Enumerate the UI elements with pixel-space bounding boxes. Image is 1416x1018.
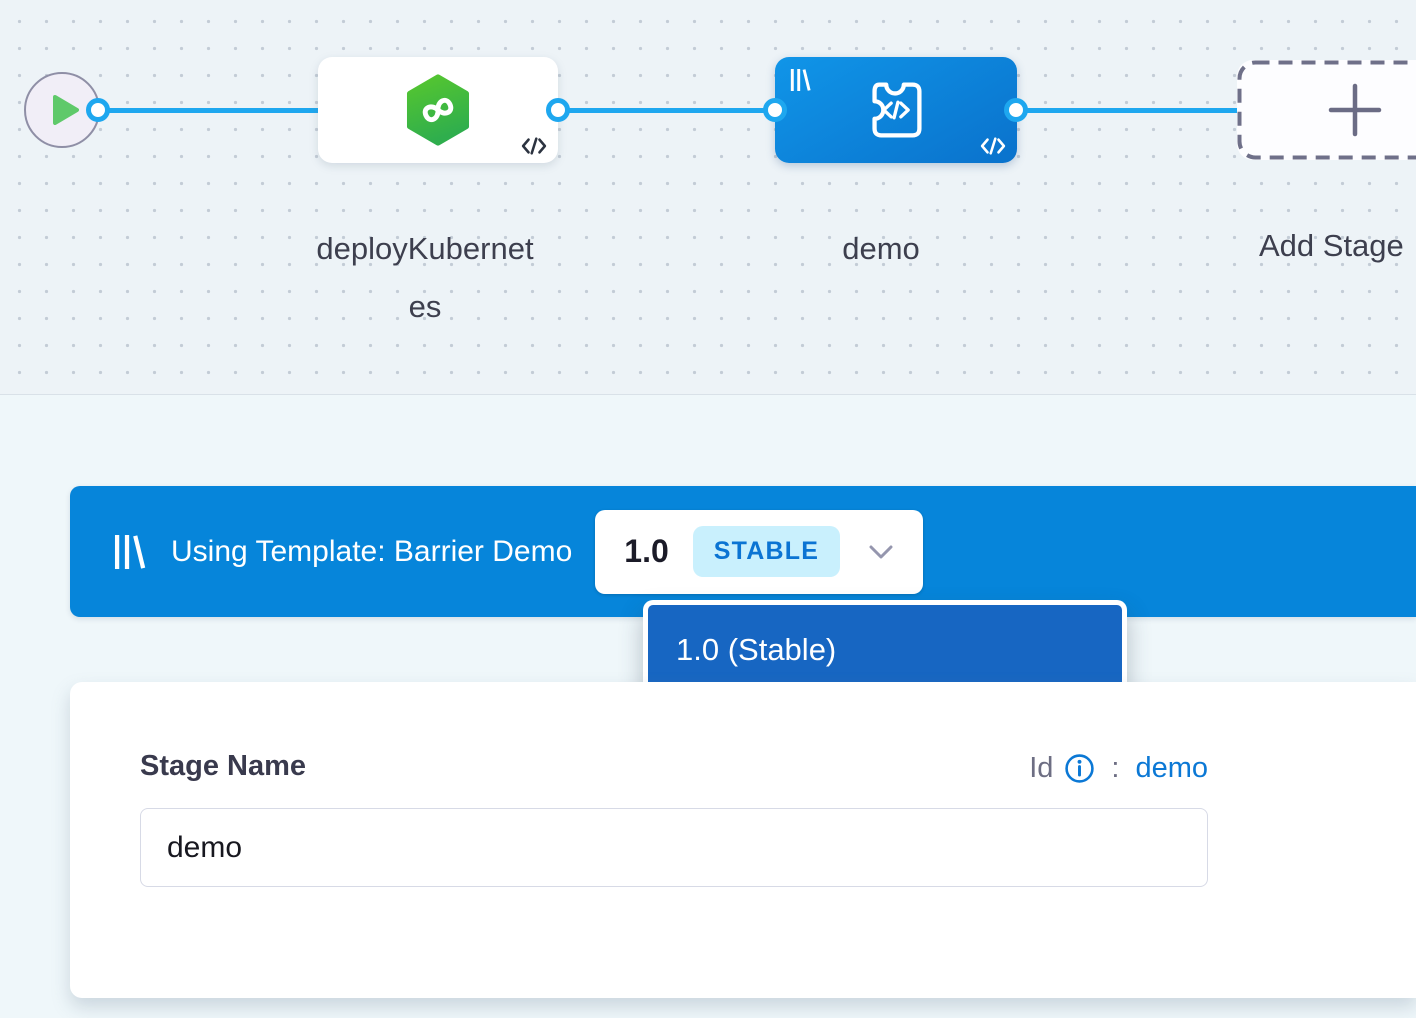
stage-name-label: Stage Name [140,750,307,782]
dashed-border [1237,60,1416,160]
stage-details-section: Using Template: Barrier Demo 1.0 STABLE … [0,396,1416,1018]
template-banner: Using Template: Barrier Demo 1.0 STABLE [70,486,1416,617]
info-icon[interactable] [1064,753,1095,784]
id-separator: : [1111,752,1120,784]
connector-line [1016,108,1242,113]
play-icon [52,95,79,125]
version-number: 1.0 [624,533,669,569]
connector-port[interactable] [86,98,110,122]
id-label: Id [1029,752,1054,784]
connector-port[interactable] [763,98,787,122]
pipeline-canvas[interactable]: deployKubernetes demo Add Stage [0,0,1416,395]
connector-port[interactable] [546,98,570,122]
stage-id-value[interactable]: demo [1135,752,1208,784]
connector-line [558,108,776,113]
custom-stage-icon [872,82,922,138]
stage-id-row: Id : demo [1029,752,1208,785]
version-option-stable[interactable]: 1.0 (Stable) [648,605,1122,695]
template-version-select[interactable]: 1.0 STABLE [595,509,924,594]
stage-node-deploykubernetes[interactable] [318,57,558,163]
connector-line [98,108,319,113]
template-banner-text: Using Template: Barrier Demo [171,534,573,568]
code-icon[interactable] [980,136,1006,156]
stage-overview-panel: Stage Name Id : demo [70,682,1416,998]
add-stage-label: Add Stage [1259,228,1404,263]
template-icon [790,69,811,91]
stage-name-input[interactable] [140,808,1208,887]
deploy-stage-icon [406,74,470,146]
add-stage-button[interactable] [1237,60,1416,160]
chevron-down-icon [868,544,894,560]
code-icon[interactable] [521,136,547,156]
connector-port[interactable] [1004,98,1028,122]
stage-label-demo: demo [842,231,920,266]
stable-badge: STABLE [692,526,841,577]
stage-node-demo[interactable] [775,57,1017,163]
plus-icon [1328,83,1382,137]
template-icon [114,534,146,569]
stage-label-deploykubernetes: deployKubernetes [316,231,534,324]
